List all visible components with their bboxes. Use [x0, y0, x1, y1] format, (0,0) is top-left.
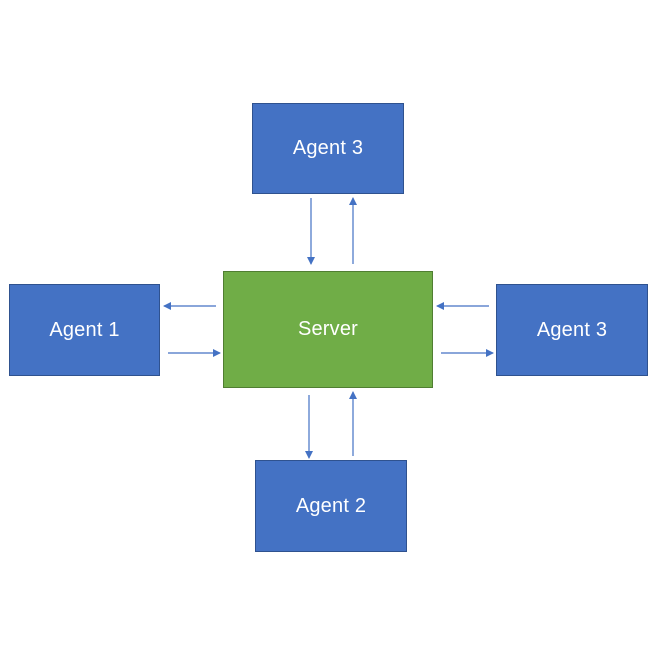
agent-node-left: Agent 1 — [9, 284, 160, 376]
agent-node-top: Agent 3 — [252, 103, 404, 194]
agent-node-bottom: Agent 2 — [255, 460, 407, 552]
agent-node-bottom-label: Agent 2 — [295, 494, 367, 517]
agent-node-top-label: Agent 3 — [292, 137, 364, 159]
agent-node-left-label: Agent 1 — [49, 318, 120, 341]
server-node-label: Server — [297, 318, 359, 340]
agent-node-right: Agent 3 — [496, 284, 648, 376]
server-node: Server — [223, 271, 433, 388]
agent-node-right-label: Agent 3 — [536, 318, 608, 341]
